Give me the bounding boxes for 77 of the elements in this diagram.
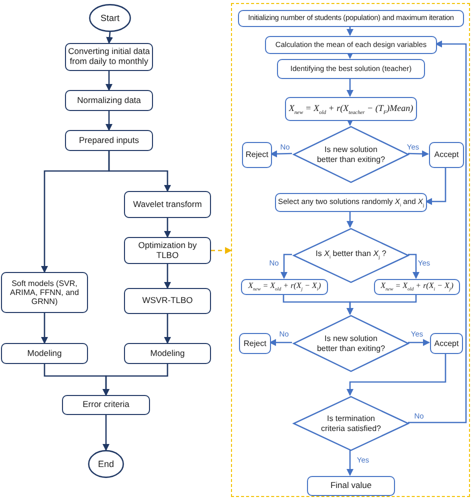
arrow [106, 71, 112, 91]
arrow [102, 415, 110, 451]
formula-box [285, 97, 417, 121]
arrow [346, 119, 354, 126]
box-label: Modeling [150, 348, 185, 358]
arrow [346, 78, 354, 97]
process-box [1, 272, 88, 313]
process-box [124, 288, 211, 314]
process-box [124, 237, 211, 264]
formula-text: X$_{new}$ = X$_{old}$ + r(X$_{teacher}$ − (T$_{F}$)Mean) [288, 102, 414, 116]
process-box [430, 333, 463, 354]
process-box [124, 191, 211, 218]
box-label: End [98, 458, 114, 470]
arrow [408, 150, 429, 158]
process-box [275, 193, 427, 212]
process-box [239, 333, 271, 354]
arrow [41, 313, 48, 344]
process-box [429, 142, 464, 168]
decision-diamond [293, 315, 409, 372]
arrow [106, 32, 114, 44]
box-label: Prepared inputs [78, 136, 139, 146]
decision-diamond [293, 228, 409, 283]
arrow [164, 264, 171, 289]
process-box [65, 90, 153, 111]
dashed-panel [231, 3, 470, 497]
terminal-ellipse [88, 450, 124, 478]
arrow [270, 150, 292, 158]
arrow [106, 111, 112, 131]
process-box [307, 476, 395, 496]
arrow [41, 151, 110, 273]
decision-text: Is termination criteria satisfied? [320, 414, 382, 433]
box-label: Modeling [27, 348, 62, 358]
process-box [65, 43, 153, 71]
terminal-ellipse [89, 4, 131, 32]
box-label: Final value [330, 481, 372, 491]
process-box [265, 36, 437, 54]
arrow [346, 353, 446, 396]
decision-text: Is new solution better than exiting? [316, 334, 386, 353]
arrow [211, 247, 232, 254]
process-box [1, 343, 88, 364]
box-label: Accept [434, 150, 459, 160]
arrow [346, 26, 354, 36]
arrow [346, 450, 354, 476]
arrow [164, 314, 171, 344]
arrow [425, 167, 446, 205]
process-box [62, 395, 150, 415]
box-label: Converting initial data from daily to monthly [68, 47, 150, 67]
arrow [408, 339, 430, 346]
decision-text: Is new solution better than exiting? [316, 145, 386, 164]
box-label: WSVR-TLBO [142, 296, 193, 306]
process-box [277, 59, 425, 79]
box-label: Start [100, 12, 120, 24]
box-label: Optimization by TLBO [137, 240, 198, 260]
arrow [346, 294, 417, 315]
box-label: Error criteria [82, 400, 130, 410]
arrow [346, 211, 354, 228]
arrow [408, 40, 467, 424]
arrow [164, 218, 171, 238]
box-label: Accept [434, 338, 459, 348]
process-box [242, 142, 272, 168]
box-label: Wavelet transform [133, 200, 202, 210]
box-label: Normalizing data [77, 96, 141, 106]
box-label: Reject [246, 150, 268, 160]
formula-box [241, 279, 328, 295]
arrow [280, 254, 292, 279]
box-label: Reject [244, 338, 266, 348]
decision-diamond [293, 396, 409, 451]
process-box [238, 10, 464, 27]
arrow [102, 364, 168, 396]
arrow [269, 339, 292, 346]
decision-diamond [293, 126, 409, 183]
formula-box [374, 279, 460, 295]
process-box [65, 130, 153, 151]
box-label: Soft models (SVR, ARIMA, FFNN, and GRNN) [9, 278, 80, 306]
arrow [408, 254, 420, 279]
process-box [124, 343, 211, 364]
arrow [346, 52, 354, 59]
